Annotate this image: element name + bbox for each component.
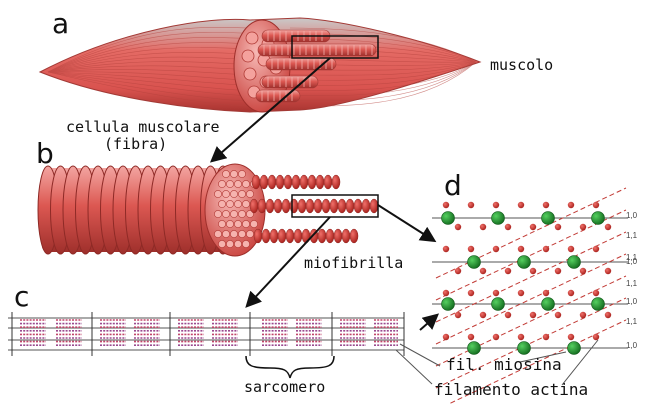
panel-b-letter: b: [36, 140, 54, 168]
lattice-tick-label: 1,1: [626, 280, 637, 288]
muscle-spindle: [40, 18, 480, 112]
label-fiber: (fibra): [104, 137, 167, 152]
myofibril-strip: [8, 312, 404, 378]
label-myofibril: miofibrilla: [304, 256, 403, 271]
arrow-c-to-d: [420, 316, 436, 330]
muscle-fiber-cylinder: [38, 164, 378, 256]
strip-leader-myosin: [400, 344, 440, 366]
panel-d-letter: d: [444, 172, 462, 200]
lattice-tick-label: 1,0: [626, 258, 637, 266]
label-sarcomere: sarcomero: [244, 380, 325, 395]
panel-a-letter: a: [52, 10, 69, 38]
panel-c-letter: c: [14, 283, 29, 311]
label-actin-filament: filamento actina: [434, 382, 588, 398]
lattice-tick-label: 1,0: [626, 212, 637, 220]
lattice-tick-label: 1,1: [626, 318, 637, 326]
label-muscle-cell: cellula muscolare: [66, 120, 220, 135]
arrow-b-to-d: [378, 205, 433, 240]
label-muscle: muscolo: [490, 58, 553, 73]
lattice-tick-label: 1,0: [626, 342, 637, 350]
lattice-tick-label: 1,0: [626, 298, 637, 306]
label-myosin-filament: fil. miosina: [446, 357, 562, 373]
sarcomere-brace: [246, 356, 334, 378]
lattice-tick-label: 1,1: [626, 232, 637, 240]
strip-leader-actin: [396, 350, 432, 384]
